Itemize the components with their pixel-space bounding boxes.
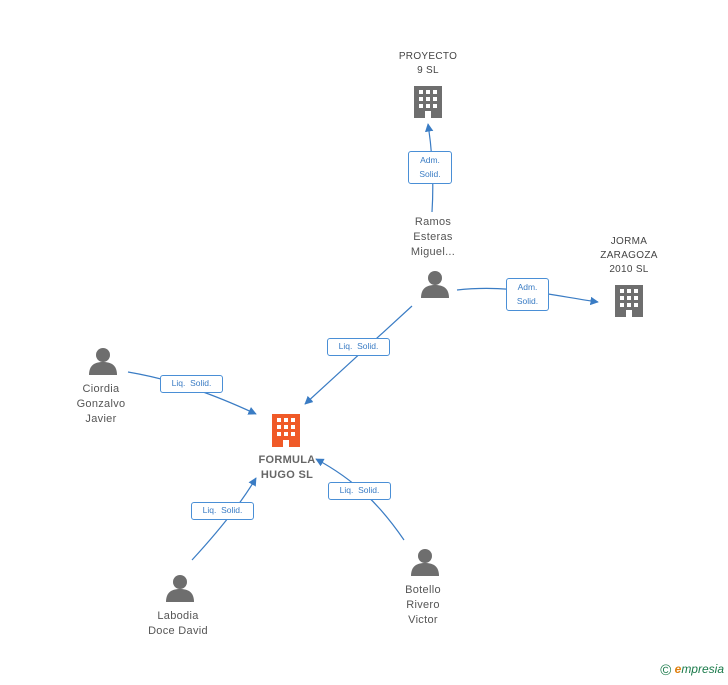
building-icon [414,86,442,118]
edge-tag-botello-formula: Liq. Solid. [328,482,391,500]
node-label-jorma[interactable]: JORMA ZARAGOZA 2010 SL [600,236,658,275]
edge-tag-labodia-formula: Liq. Solid. [191,502,254,520]
copyright-icon: © [660,662,672,679]
edge-tag-ciordia-formula: Liq. Solid. [160,375,223,393]
node-label-formula[interactable]: FORMULA HUGO SL [258,454,316,481]
node-label-ciordia[interactable]: Ciordia Gonzalvo Javier [76,383,126,425]
brand-first-letter: e [674,662,682,676]
node-label-botello[interactable]: Botello Rivero Victor [405,584,441,626]
node-label-labodia[interactable]: Labodia Doce David [148,610,208,637]
node-label-proyecto[interactable]: PROYECTO 9 SL [398,51,458,76]
edge-tag-ramos-jorma: Adm. Solid. [506,278,549,311]
brand-logo[interactable]: © empresia [660,662,724,679]
person-icon [421,271,449,298]
node-label-ramos[interactable]: Ramos Esteras Miguel... [410,216,456,258]
person-icon [89,348,117,375]
person-icon [166,575,194,602]
person-icon [411,549,439,576]
edge-tag-ramos-proyecto: Adm. Solid. [408,151,452,184]
brand-rest: mpresia [681,662,724,676]
edge-tag-ramos-formula: Liq. Solid. [327,338,390,356]
building-icon [615,285,643,317]
building-icon-highlight [272,414,300,447]
